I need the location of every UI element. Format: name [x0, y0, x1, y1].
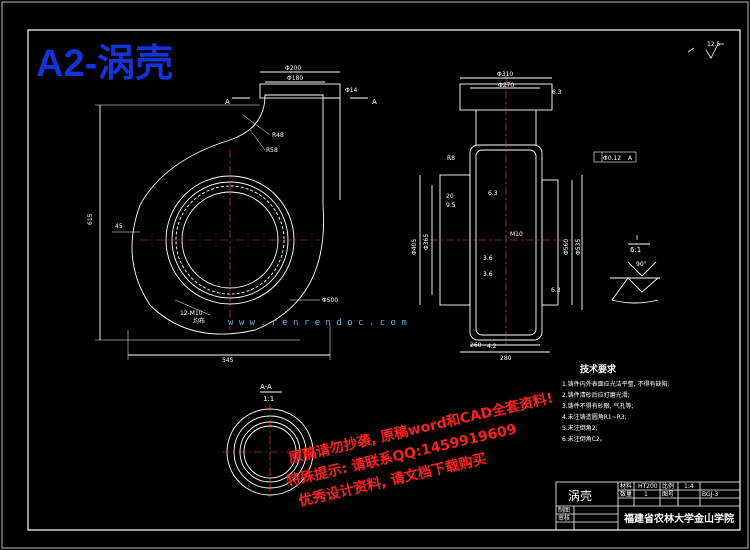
front-view — [95, 71, 368, 360]
dim-rough-top: 6.3 — [552, 89, 562, 96]
dim-45: 45 — [115, 223, 123, 230]
tb-qty: 1 — [644, 491, 648, 498]
detail-angle: 90° — [636, 261, 647, 268]
dim-rough-3-6a: 3.6 — [483, 255, 493, 262]
tech-item-3: 3.铸件不得有砂眼, 气孔等; — [562, 402, 634, 410]
section-aa-view — [222, 391, 318, 500]
drawing-title: A2-涡壳 — [36, 43, 173, 85]
tech-item-1: 1.铸件内外表面应光洁平整, 不得有缺陷; — [562, 380, 670, 388]
tb-drawing-no-label: 图号 — [662, 491, 674, 498]
dim-phi405: Φ405 — [411, 239, 418, 255]
section-aa-title: A-A — [260, 383, 272, 391]
dim-280: 280 — [500, 355, 512, 362]
tech-title: 技术要求 — [580, 363, 617, 375]
tech-item-5: 5.未注倒角2; — [562, 424, 598, 432]
dim-260: 260 — [470, 342, 482, 349]
roughness-value: 12.5 — [707, 41, 721, 48]
dim-20: 20 — [446, 193, 454, 200]
tb-material: HT200 — [638, 483, 658, 490]
dim-phi310: Φ310 — [497, 71, 513, 78]
dim-rough-3-6b: 3.6 — [483, 271, 493, 278]
tech-item-2: 2.铸件清砂后应打磨光滑; — [562, 391, 630, 399]
dim-phi14: Φ14 — [345, 87, 358, 94]
dim-phi180: Φ180 — [287, 75, 303, 82]
roughness-symbol — [687, 43, 724, 59]
dim-rough-mid: 6.3 — [488, 190, 498, 197]
tb-scale: 1:4 — [684, 483, 694, 490]
tb-designer-label: 制图 — [558, 506, 570, 514]
tech-item-4: 4.未注铸造圆角R1~R3; — [562, 413, 627, 421]
dim-rough-bottom: 6.3 — [551, 287, 561, 294]
dim-545: 545 — [222, 357, 234, 364]
tech-item-6: 6.未注倒角C2。 — [562, 435, 606, 443]
tb-part-name: 涡壳 — [568, 489, 592, 503]
tb-material-label: 材料 — [620, 482, 632, 490]
dim-uniform: 均布 — [193, 317, 205, 325]
dim-phi200: Φ200 — [285, 65, 301, 72]
tb-scale-label: 比例 — [662, 482, 674, 490]
tb-drawing-no: BGJ-3 — [702, 491, 718, 498]
dim-r58: R58 — [266, 147, 278, 154]
dim-12-m10: 12-M10 — [180, 310, 203, 317]
drawing-frame — [27, 29, 741, 531]
section-mark-right: A — [372, 98, 377, 106]
dim-r48: R48 — [272, 132, 284, 139]
dim-phi270: Φ270 — [498, 82, 514, 89]
dim-4-2: 4.2 — [487, 343, 497, 350]
dim-phi560: Φ560 — [563, 239, 570, 255]
dim-phi500: Φ500 — [322, 297, 338, 304]
dim-phi535: Φ535 — [575, 239, 582, 255]
tb-school: 福建省农林大学金山学院 — [623, 512, 734, 525]
dim-9-5: 9.5 — [446, 202, 456, 209]
tb-qty-label: 数量 — [620, 490, 632, 498]
dim-m10: M10 — [510, 231, 523, 238]
dim-datum: A — [628, 155, 633, 162]
watermark-url: w w w . r e n r e n d o c . c o m — [228, 318, 407, 328]
detail-title: I — [636, 234, 638, 242]
detail-view — [610, 243, 660, 304]
dim-phi365: Φ365 — [423, 234, 430, 250]
section-aa-scale: 1:1 — [263, 395, 274, 403]
dim-tolerance: Φ0.12 — [603, 155, 621, 162]
section-mark-left: A — [225, 98, 230, 106]
detail-scale: 6:1 — [630, 246, 641, 254]
title-block — [555, 481, 741, 531]
dim-r8: R8 — [447, 155, 455, 162]
tb-reviewer-label: 审核 — [558, 514, 570, 522]
side-view — [419, 75, 637, 353]
dim-615: 615 — [87, 213, 94, 225]
